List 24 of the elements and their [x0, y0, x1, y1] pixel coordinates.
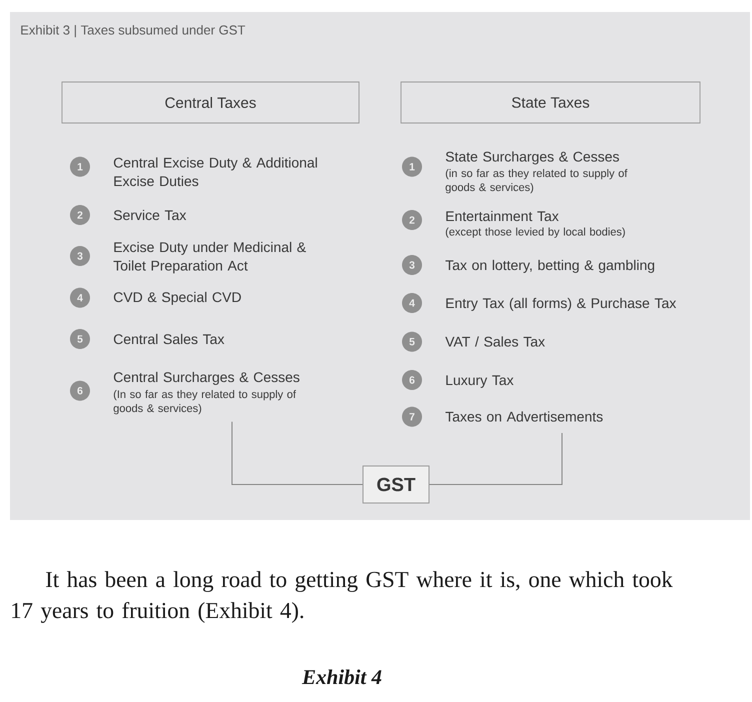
item-text: VAT / Sales Tax: [445, 336, 545, 347]
item-note: (in so far as they related to supply of goods & services): [446, 169, 628, 194]
item-text: Service Tax: [114, 210, 186, 220]
item-text: State Surcharges & Cesses: [446, 151, 619, 164]
item-text: Central Sales Tax: [114, 334, 224, 344]
item-text: Central Surcharges & Cesses: [114, 372, 300, 385]
connector-line: [232, 421, 363, 485]
item-text: Entry Tax (all forms) & Purchase Tax: [446, 298, 676, 311]
item-note: (In so far as they related to supply of goods & services): [114, 390, 296, 414]
body-paragraph: It has been a long road to getting GST where it is, one which took 17 years to fruition (Exhibit 4).: [12, 571, 673, 623]
item-text: Central Excise Duty & Additional Excise Duties: [114, 157, 317, 186]
item-text: Tax on lottery, betting & gambling: [446, 260, 654, 273]
item-text: CVD & Special CVD: [114, 292, 241, 305]
item-text: Luxury Tax: [446, 375, 514, 388]
item-text: Entertainment Tax: [446, 210, 559, 222]
item-note: (except those levied by local bodies): [446, 228, 625, 238]
header-box: State Taxes: [400, 82, 700, 124]
header-box: Central Taxes: [62, 82, 360, 124]
result-box: GST: [362, 466, 430, 504]
connector-line: [429, 432, 562, 485]
exhibit-title: Exhibit 3 | Taxes subsumed under GST: [21, 25, 246, 38]
item-text: Excise Duty under Medicinal & Toilet Preparation Act: [114, 242, 306, 274]
exhibit-heading: Exhibit 4: [302, 669, 382, 684]
item-text: Taxes on Advertisements: [446, 411, 603, 422]
